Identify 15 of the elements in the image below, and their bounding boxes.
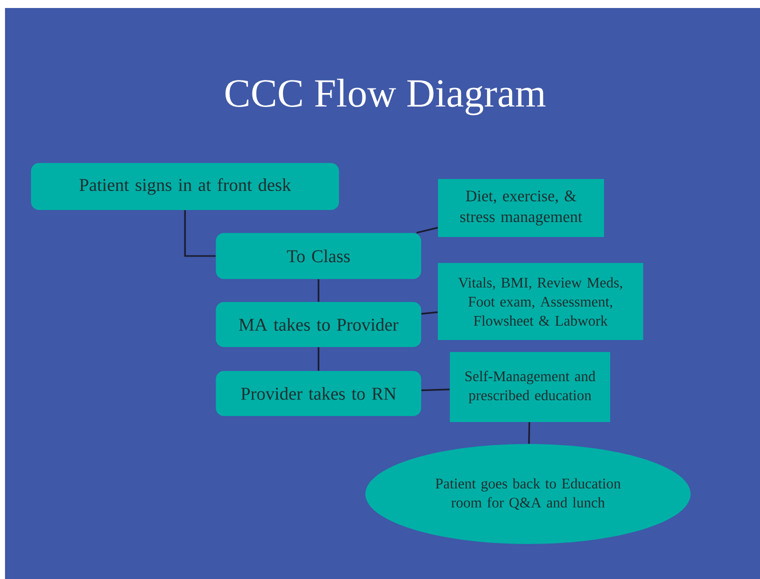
connector-line	[421, 388, 450, 392]
connector-line	[528, 422, 530, 444]
process-box: Patient signs in at front desk	[31, 163, 339, 210]
connector-line	[421, 311, 438, 315]
note-box: Self-Management and prescribed education	[450, 352, 610, 422]
process-box: Provider takes to RN	[216, 371, 422, 416]
note-box: Diet, exercise, & stress management	[438, 179, 604, 237]
note-box: Vitals, BMI, Review Meds, Foot exam, Assessment, Flowsheet & Labwork	[438, 263, 644, 340]
connector-line	[318, 279, 320, 302]
connector-line	[416, 226, 438, 234]
connector-line	[184, 210, 216, 257]
process-box: MA takes to Provider	[216, 302, 422, 347]
title: CCC Flow Diagram	[226, 78, 546, 116]
process-box: To Class	[216, 233, 422, 279]
connector-line	[318, 347, 320, 371]
